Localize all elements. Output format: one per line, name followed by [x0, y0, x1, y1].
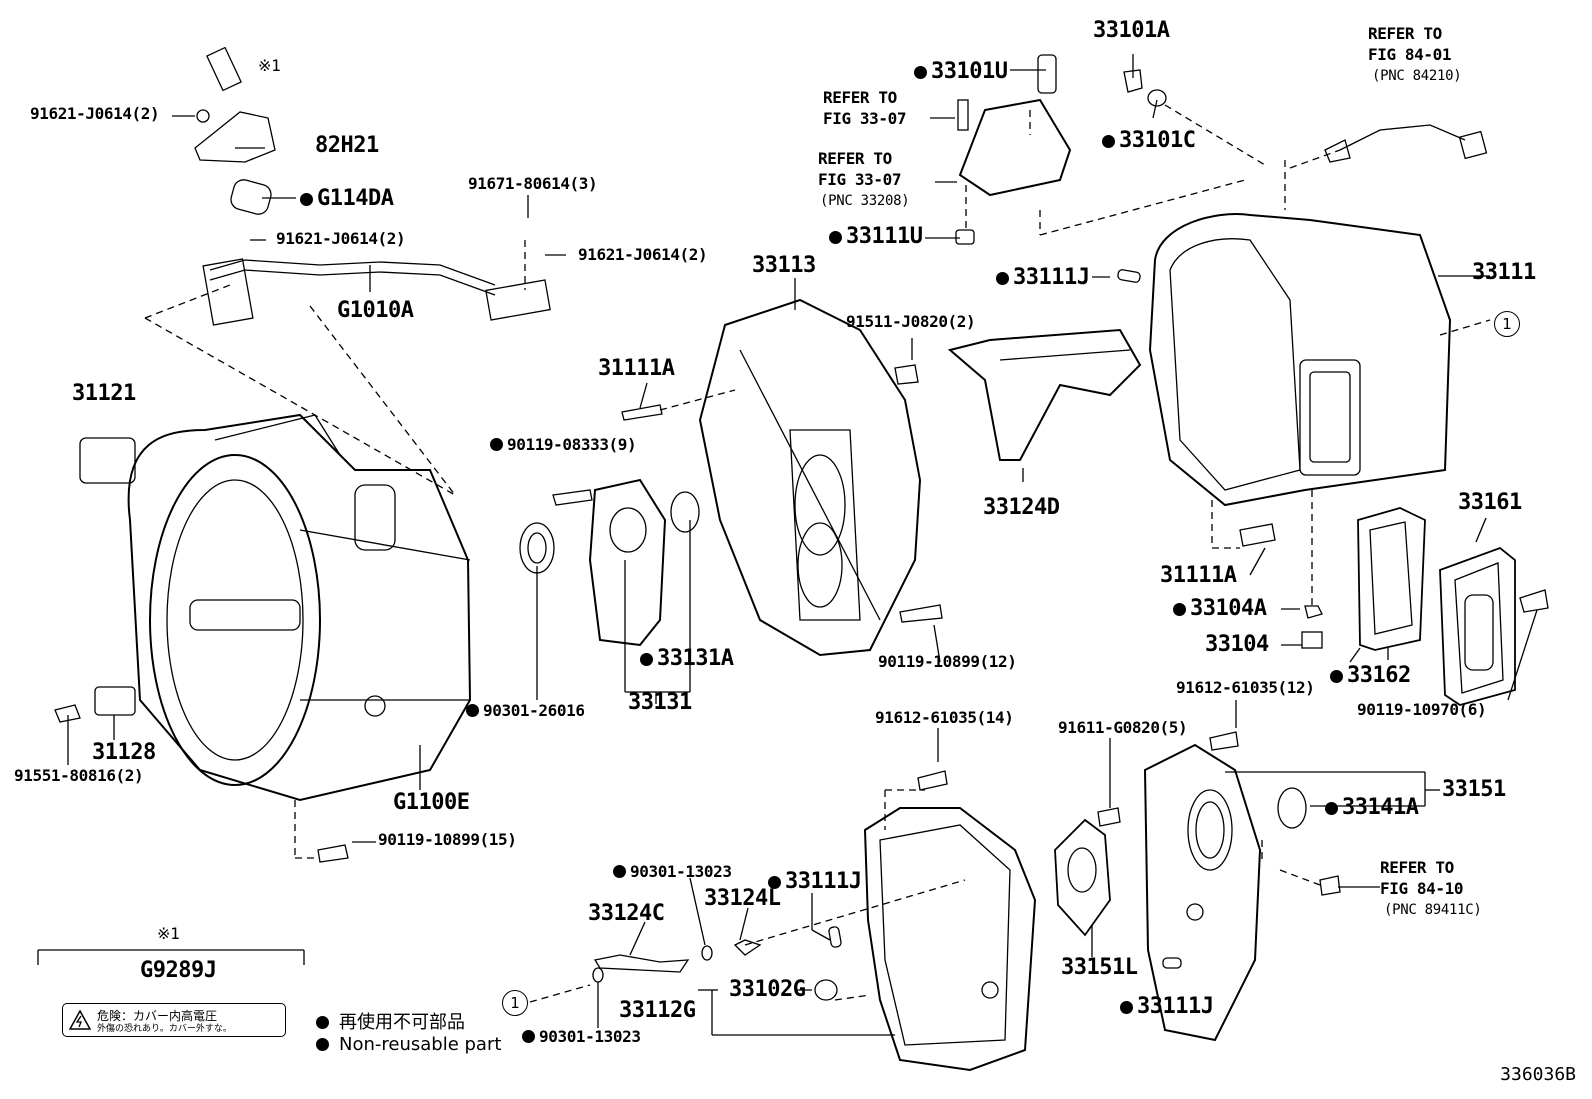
part-33112g: 33112G — [619, 998, 696, 1023]
fastener-91612-12: 91612-61035(12) — [1176, 678, 1315, 697]
part-33113: 33113 — [752, 253, 816, 278]
fastener-90119-10899-15: 90119-10899(15) — [378, 830, 517, 849]
housing-g1100e-outline — [127, 413, 472, 802]
shift-cover-outline — [955, 54, 1167, 283]
gaskets-33161-33162 — [1357, 507, 1549, 706]
part-31128: 31128 — [92, 740, 156, 765]
note-mark: ※1 — [258, 56, 281, 75]
part-33124d: 33124D — [983, 495, 1060, 520]
part-33162: 33162 — [1330, 665, 1411, 687]
upper-left-parts — [54, 46, 551, 723]
part-82h21: 82H21 — [315, 133, 379, 158]
housing-33111-outline — [1148, 213, 1452, 649]
part-33161: 33161 — [1458, 490, 1522, 515]
note-mark-box: ※1 — [157, 924, 180, 943]
ref-line: (PNC 84210) — [1372, 68, 1462, 84]
fastener-90301-13023-b: 90301-13023 — [522, 1029, 641, 1045]
ref-line: REFER TO — [1380, 858, 1454, 877]
ref-line: (PNC 33208) — [820, 193, 910, 209]
fastener-91671: 91671-80614(3) — [468, 174, 598, 193]
fastener-91511: 91511-J0820(2) — [846, 312, 976, 331]
part-31111a-top: 31111A — [598, 356, 675, 381]
ref-line: REFER TO — [1368, 24, 1442, 43]
part-33124l: 33124L — [704, 886, 781, 911]
part-33101c: 33101C — [1102, 130, 1196, 152]
ref-line: FIG 84-01 — [1368, 45, 1452, 64]
ref-line: REFER TO — [823, 88, 897, 107]
legend-en: Non-reusable part — [316, 1034, 501, 1055]
lower-left-small-parts — [317, 844, 762, 983]
warning-triangle-icon — [69, 1009, 91, 1030]
part-33101u: 33101U — [914, 61, 1008, 83]
plate-33113-outline — [698, 298, 922, 657]
part-33111u: 33111U — [829, 226, 923, 248]
fastener-90301-13023-a: 90301-13023 — [613, 864, 732, 880]
part-g9289j: G9289J — [140, 958, 217, 983]
fastener-91621-b: 91621-J0614(2) — [276, 229, 406, 248]
fastener-90119-08333: 90119-08333(9) — [490, 437, 637, 453]
part-33151: 33151 — [1442, 777, 1506, 802]
part-33151l: 33151L — [1061, 955, 1138, 980]
ref-line: REFER TO — [818, 149, 892, 168]
part-33124c: 33124C — [588, 901, 665, 926]
fastener-91551: 91551-80816(2) — [14, 766, 144, 785]
cover-33131-outline — [519, 404, 700, 647]
sensor-upper-right — [1324, 124, 1488, 163]
part-33111j-bottom: 33111J — [1120, 996, 1214, 1018]
circle-ref-marker: 1 — [1494, 311, 1520, 337]
fastener-90119-10970: 90119-10970(6) — [1357, 700, 1487, 719]
ref-line: (PNC 89411C) — [1384, 902, 1482, 918]
warning-line-1: 危険：カバー内高電圧 — [97, 1009, 218, 1023]
part-33104a: 33104A — [1173, 598, 1267, 620]
part-33104: 33104 — [1205, 632, 1269, 657]
part-33131a: 33131A — [640, 648, 734, 670]
part-31121: 31121 — [72, 381, 136, 406]
fastener-91621-a: 91621-J0614(2) — [30, 104, 160, 123]
cover-33151-outline — [1054, 731, 1341, 1042]
part-g114da: G114DA — [300, 188, 394, 210]
circle-ref-marker-lower: 1 — [502, 990, 528, 1016]
part-g1100e: G1100E — [393, 790, 470, 815]
case-33112g-outline — [814, 770, 1037, 1072]
fastener-90119-10899-12: 90119-10899(12) — [878, 652, 1017, 671]
part-33131: 33131 — [628, 690, 692, 715]
ref-line: FIG 33-07 — [818, 170, 902, 189]
warning-label: 危険：カバー内高電圧 外傷の恐れあり。カバー外すな。 — [62, 1003, 286, 1037]
part-33141a: 33141A — [1325, 797, 1419, 819]
part-33111: 33111 — [1472, 260, 1536, 285]
part-g1010a: G1010A — [337, 298, 414, 323]
fastener-91611: 91611-G0820(5) — [1058, 718, 1188, 737]
warning-line-2: 外傷の恐れあり。カバー外すな。 — [97, 1024, 232, 1034]
part-33101a: 33101A — [1093, 18, 1170, 43]
ref-line: FIG 84-10 — [1380, 879, 1464, 898]
bracket-33124d-outline — [894, 328, 1142, 623]
label-bracket — [37, 949, 305, 965]
fastener-91612-14: 91612-61035(14) — [875, 708, 1014, 727]
part-33111j-top: 33111J — [996, 267, 1090, 289]
dashed-lines — [144, 104, 1491, 1003]
fastener-91621-c: 91621-J0614(2) — [578, 245, 708, 264]
part-33102g: 33102G — [729, 977, 806, 1002]
figure-code: 336036B — [1500, 1064, 1576, 1085]
leader-lines — [67, 54, 1538, 1036]
fastener-90301-26016: 90301-26016 — [466, 703, 585, 719]
ref-line: FIG 33-07 — [823, 109, 907, 128]
legend-jp: 再使用不可部品 — [316, 1008, 465, 1034]
part-31111a-right: 31111A — [1160, 563, 1237, 588]
part-33111j-mid: 33111J — [768, 871, 862, 893]
